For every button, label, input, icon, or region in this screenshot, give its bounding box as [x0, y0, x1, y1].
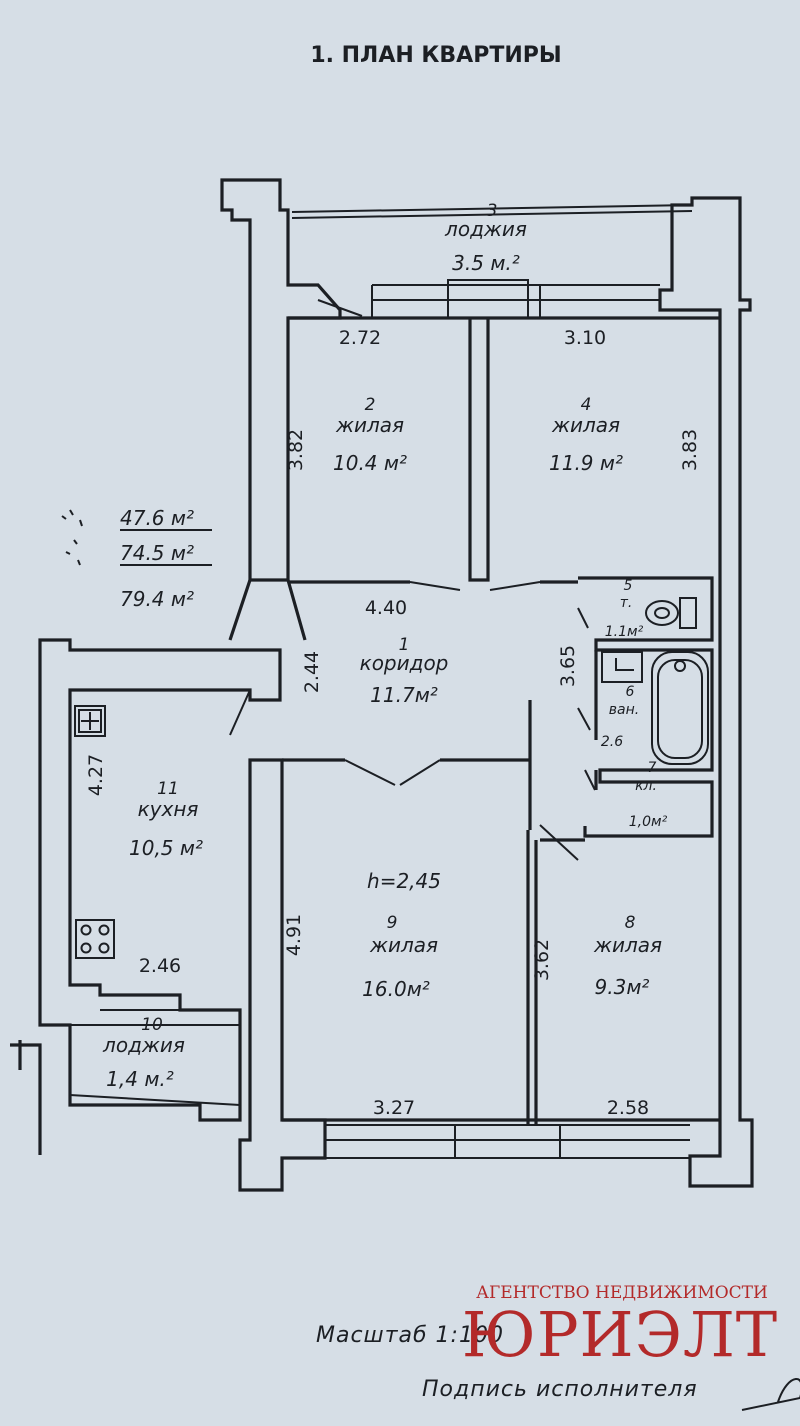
room-area: 2.6 [601, 734, 623, 750]
room-living-4: 4 жилая 11.9 м² [549, 395, 623, 475]
room-name: жилая [369, 933, 438, 957]
dimension-label: 2.72 [339, 327, 381, 349]
room-number: 4 [581, 395, 592, 415]
agency-watermark: АГЕНТСТВО НЕДВИЖИМОСТИ ЮРИЭЛТ [462, 1283, 778, 1371]
room-area: 11.7м² [370, 683, 438, 707]
room-name: кл. [635, 778, 657, 794]
room-living-2: 2 жилая 10.4 м² [333, 395, 407, 475]
dimension-label: 4.91 [283, 914, 305, 956]
area-with-loggias: 79.4 м² [120, 587, 194, 611]
room-loggia-10: 10 лоджия 1,4 м.² [102, 1015, 185, 1091]
room-area: 9.3м² [595, 975, 650, 999]
room-name: ван. [609, 702, 639, 718]
room-number: 9 [387, 913, 398, 933]
room-name: коридор [360, 651, 449, 675]
dimensions: 2.72 3.10 3.82 3.83 4.40 2.44 3.65 4.27 … [85, 327, 701, 1119]
watermark-line2: ЮРИЭЛТ [462, 1298, 778, 1371]
room-living-8: 8 жилая 9.3м² [593, 913, 662, 999]
dimension-label: 3.10 [564, 327, 606, 349]
scale-label: Масштаб 1:100 [316, 1323, 504, 1348]
dimension-label: 2.44 [301, 651, 323, 693]
room-wc-5: 5 т. 1.1м² [605, 578, 644, 640]
toilet-icon [645, 597, 697, 629]
area-totals: 47.6 м² 74.5 м² 79.4 м² [61, 506, 212, 611]
room-number: 10 [141, 1015, 163, 1035]
room-loggia-3: 3 лоджия 3.5 м.² [444, 201, 527, 275]
ceiling-height: h=2,45 [367, 869, 441, 893]
living-area-total: 47.6 м² [120, 506, 194, 530]
dimension-label: 3.83 [679, 429, 701, 471]
room-area: 16.0м² [362, 977, 430, 1001]
room-corridor-1: 1 коридор 11.7м² [360, 635, 449, 707]
dimension-label: 2.46 [139, 955, 181, 977]
dimension-label: 4.27 [85, 754, 107, 796]
room-number: 11 [157, 779, 179, 799]
room-area: 10.4 м² [333, 451, 407, 475]
room-area: 1,0м² [629, 814, 668, 830]
room-area: 3.5 м.² [452, 251, 520, 275]
room-number: 5 [624, 578, 633, 594]
room-number: 1 [399, 635, 410, 655]
room-name: лоджия [444, 217, 527, 241]
room-name: жилая [335, 413, 404, 437]
room-name: жилая [551, 413, 620, 437]
room-kitchen-11: 11 кухня 10,5 м² [129, 779, 203, 860]
room-area: 10,5 м² [129, 836, 203, 860]
stove-icon [75, 919, 115, 959]
room-name: кухня [138, 797, 199, 821]
room-number: 6 [626, 684, 635, 700]
room-area: 1,4 м.² [106, 1067, 174, 1091]
sink-icon [74, 705, 106, 737]
room-name: жилая [593, 933, 662, 957]
room-number: 7 [648, 760, 657, 776]
dimension-label: 3.82 [285, 429, 307, 471]
total-area: 74.5 м² [120, 541, 194, 565]
room-bathroom-6: 6 ван. 2.6 [601, 684, 639, 750]
room-number: 2 [365, 395, 376, 415]
washbasin-icon [601, 651, 643, 683]
room-living-9: h=2,45 9 жилая 16.0м² [362, 869, 441, 1001]
dimension-label: 3.27 [373, 1097, 415, 1119]
dimension-label: 2.58 [607, 1097, 649, 1119]
room-storage-7: 7 кл. 1,0м² [629, 760, 668, 830]
room-number: 3 [487, 201, 498, 221]
room-area: 1.1м² [605, 624, 644, 640]
dimension-label: 3.65 [557, 645, 579, 687]
signature-stroke [741, 1378, 800, 1411]
room-area: 11.9 м² [549, 451, 623, 475]
bathtub-icon [651, 651, 709, 765]
room-name: лоджия [102, 1033, 185, 1057]
plan-title: 1. ПЛАН КВАРТИРЫ [310, 43, 561, 68]
signature-label: Подпись исполнителя [422, 1377, 698, 1402]
room-number: 8 [625, 913, 636, 933]
watermark-line1: АГЕНТСТВО НЕДВИЖИМОСТИ [476, 1283, 768, 1303]
room-name: т. [620, 595, 633, 611]
dimension-label: 4.40 [365, 597, 407, 619]
walls [10, 178, 754, 1192]
dimension-label: 3.62 [531, 939, 553, 981]
